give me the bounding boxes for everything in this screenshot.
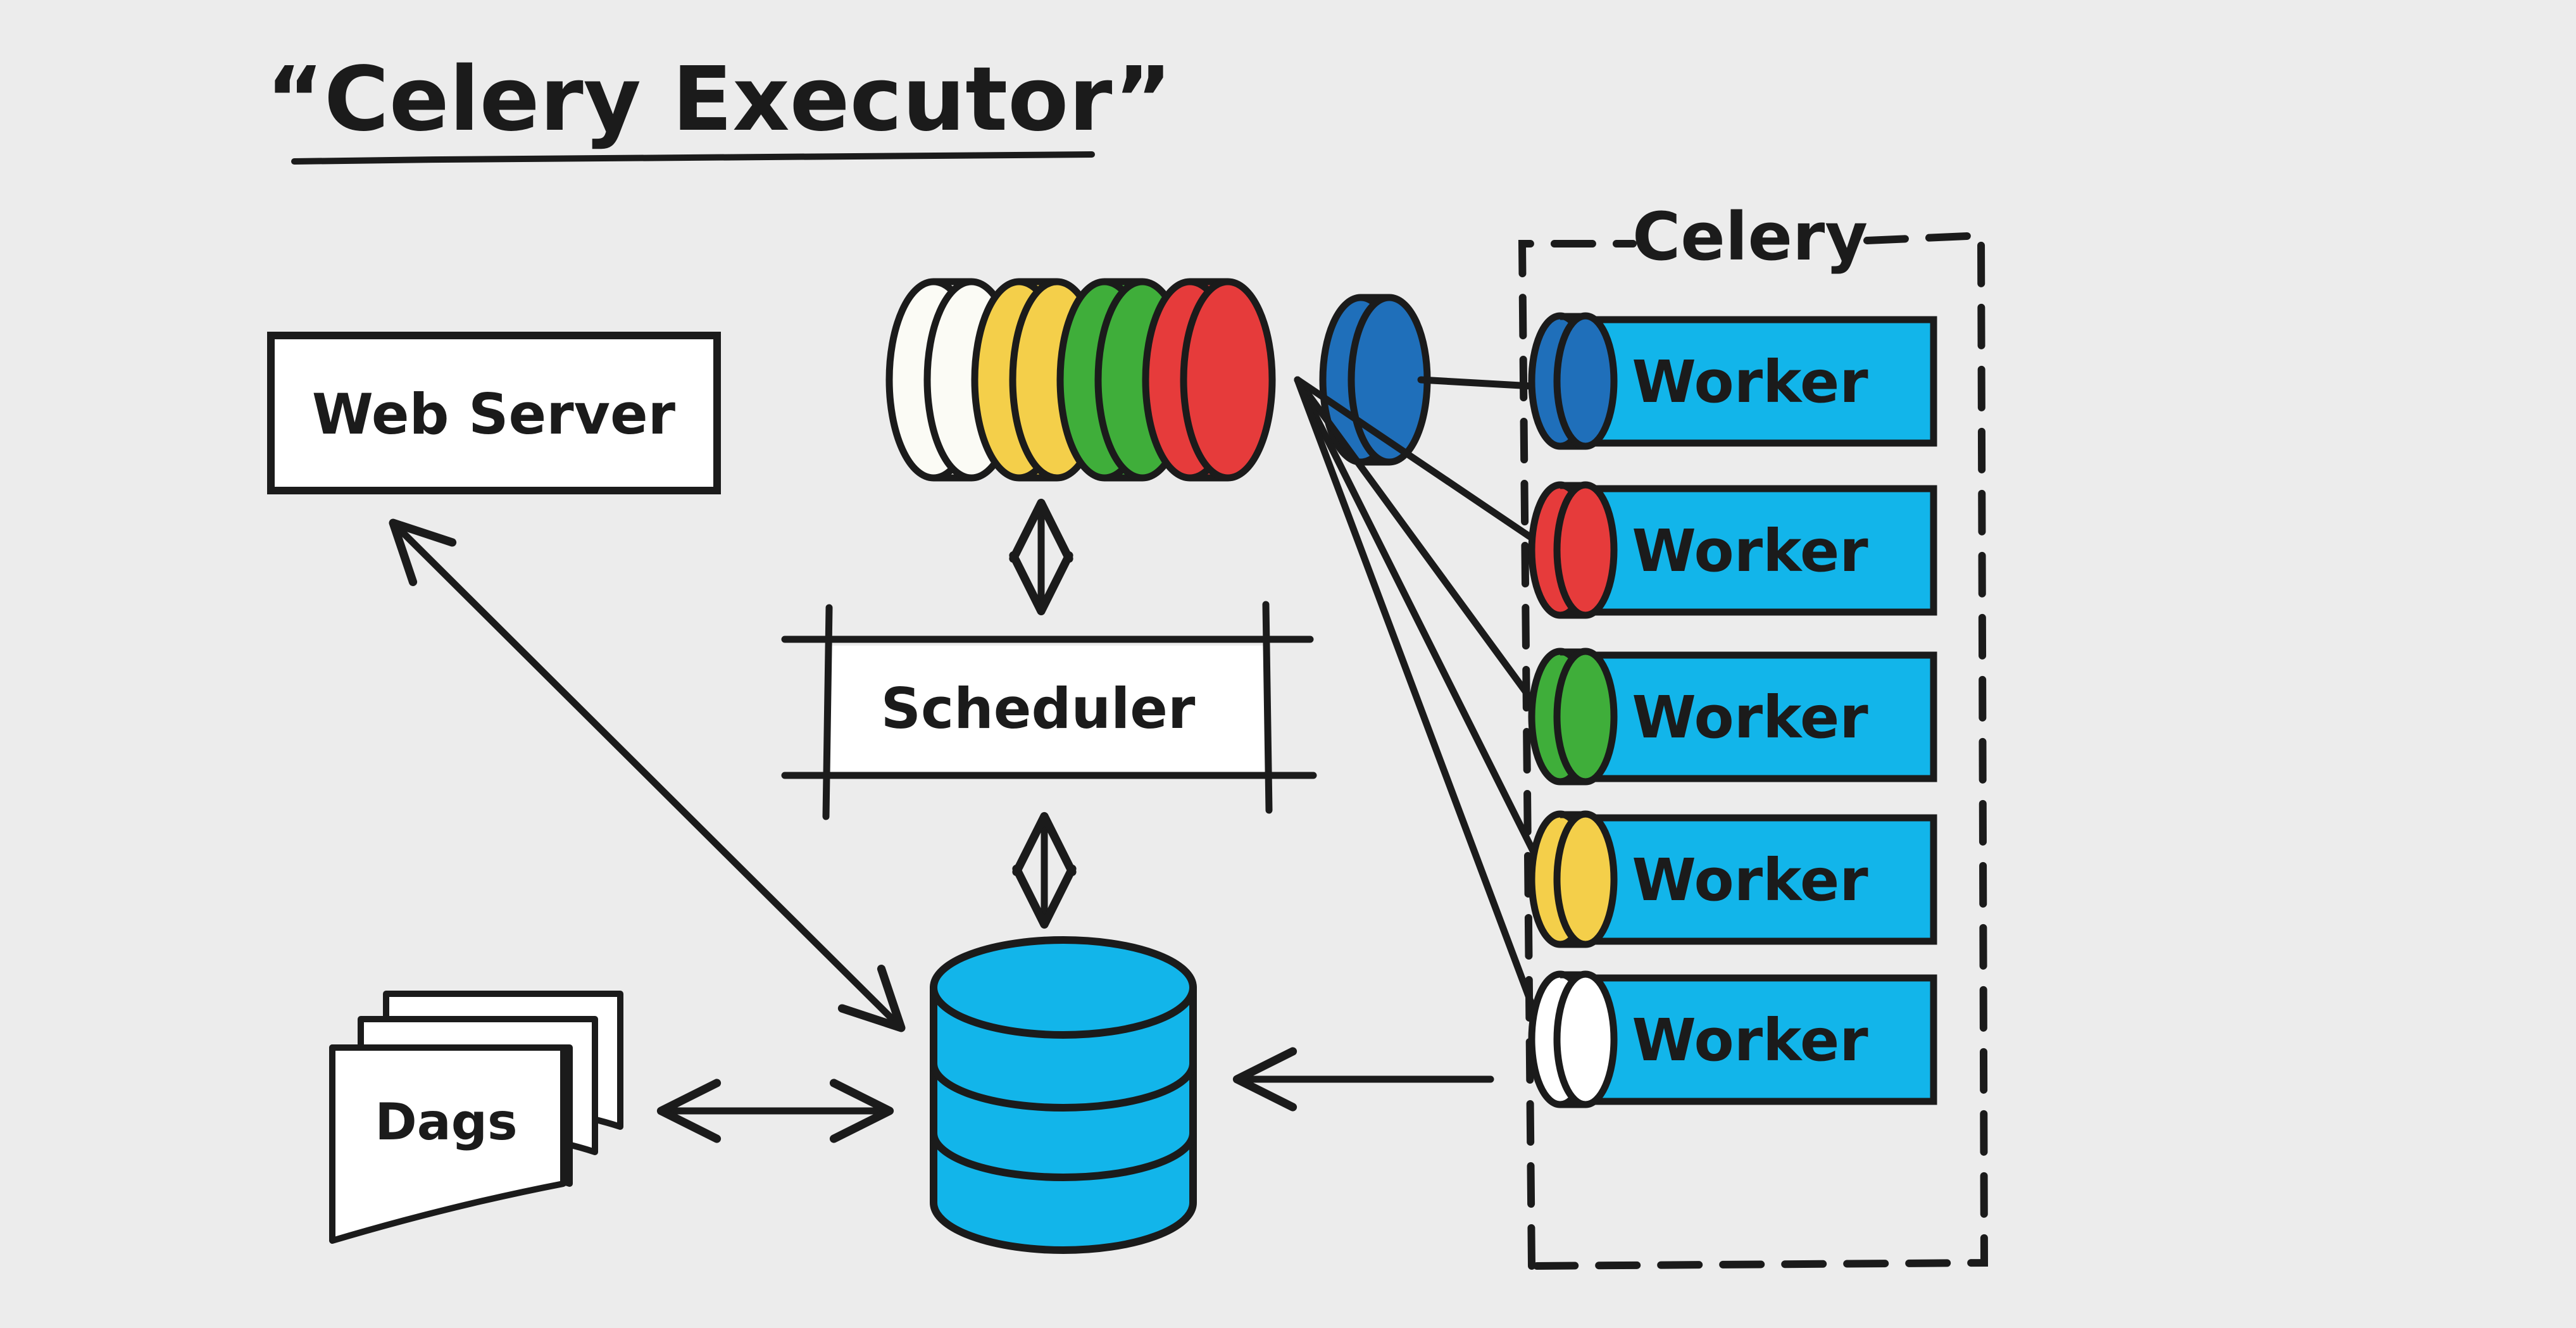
web-server-label: Web Server <box>312 382 676 447</box>
worker: Worker <box>1528 481 1937 619</box>
worker-label: Worker <box>1632 1006 1868 1074</box>
worker: Worker <box>1528 648 1937 786</box>
dags-documents: Dags <box>329 991 623 1244</box>
worker: Worker <box>1528 970 1937 1108</box>
task-queue <box>885 278 1276 482</box>
title-underline <box>291 151 1095 165</box>
dispatch-disk <box>1319 294 1431 466</box>
worker-label: Worker <box>1632 348 1868 416</box>
dispatch-lines <box>1294 376 1558 1042</box>
worker: Worker <box>1528 312 1937 450</box>
worker-label: Worker <box>1632 684 1868 751</box>
queue-disk <box>1142 278 1276 482</box>
worker: Worker <box>1528 810 1937 948</box>
dags-label: Dags <box>375 1093 517 1151</box>
workers-list: Worker Worker Worker Worker <box>1528 312 1937 1108</box>
scheduler-box: Scheduler <box>781 601 1317 820</box>
web-server-box: Web Server <box>267 332 721 494</box>
celery-group-label: Celery <box>1632 198 1868 275</box>
celery-group: Celery <box>1518 198 1989 1270</box>
webserver-database-arrow <box>389 518 906 1032</box>
worker-label: Worker <box>1632 517 1868 585</box>
worker-label: Worker <box>1632 846 1868 914</box>
database-cylinder <box>930 936 1197 1254</box>
diagram-title: “Celery Executor” <box>266 48 1172 151</box>
scheduler-label: Scheduler <box>881 676 1196 741</box>
